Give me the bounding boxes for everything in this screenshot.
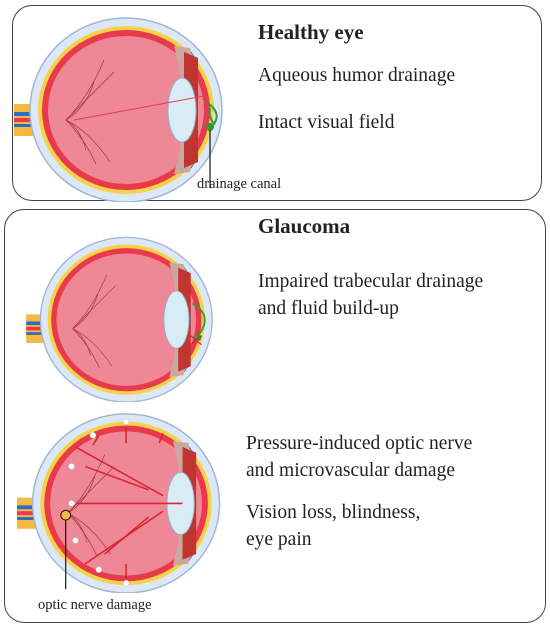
healthy-eye-illustration: [14, 17, 223, 202]
vision-loss-line1: Vision loss, blindness,: [246, 502, 421, 523]
impaired-drainage-line2: and fluid build-up: [258, 298, 399, 319]
blocked-drainage-arrow: [192, 302, 206, 337]
aqueous-drainage-text: Aqueous humor drainage: [258, 65, 456, 86]
impaired-drainage-line1: Impaired trabecular drainage: [258, 271, 484, 292]
intact-visual-field-text: Intact visual field: [258, 112, 395, 133]
pressure-damage-line1: Pressure-induced optic nerve: [246, 433, 473, 454]
healthy-eye-title: Healthy eye: [258, 20, 364, 44]
drainage-canal-label: drainage canal: [197, 176, 282, 192]
optic-nerve-damage-label: optic nerve damage: [38, 597, 152, 613]
glaucoma-eye-illustration: [26, 236, 213, 402]
pressure-damage-line2: and microvascular damage: [246, 460, 455, 481]
glaucoma-title: Glaucoma: [258, 214, 351, 238]
pressure-damage-eye-illustration: [17, 413, 221, 593]
drainage-arrow: [205, 101, 218, 126]
vision-loss-line2: eye pain: [246, 529, 312, 550]
